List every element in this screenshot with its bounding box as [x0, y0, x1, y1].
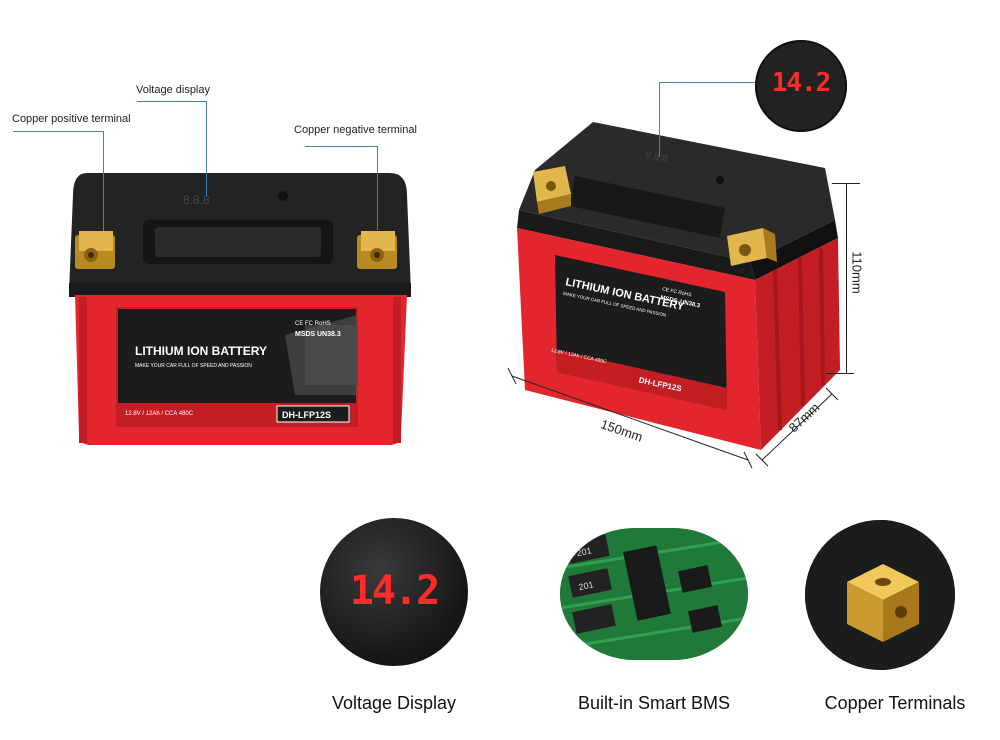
angled-lid-display: 8.8.8	[644, 150, 668, 165]
height-dimension-line	[846, 183, 847, 373]
label-title: LITHIUM ION BATTERY	[135, 344, 267, 358]
pcb-chip-code-1: 201	[576, 545, 593, 558]
footprint-dimension-lines	[507, 367, 839, 469]
label-specs: 12.8V / 12Ah / CCA 480C	[125, 411, 194, 417]
display-zoom-circle	[755, 40, 847, 132]
feature-bms-label: Built-in Smart BMS	[577, 693, 731, 713]
dimension-height: 110mm	[849, 251, 865, 294]
pcb-illustration: 201 201	[560, 528, 748, 660]
negative-terminal-leader	[305, 146, 377, 147]
lid-display-idle: 8.8.8	[183, 193, 210, 207]
angled-label-msds: MSDS	[660, 295, 678, 304]
label-msds: MSDS	[295, 331, 316, 338]
label-slogan: MAKE YOUR CAR FULL OF SPEED AND PASSION	[135, 363, 252, 369]
feature-voltage-reading: 14.2	[349, 568, 440, 614]
battery-front-illustration: LITHIUM ION BATTERY MAKE YOUR CAR FULL O…	[69, 173, 411, 445]
callout-voltage-display: Voltage display	[136, 84, 210, 96]
feature-voltage-display-label: Voltage Display	[331, 693, 457, 713]
height-dimension-tick-bottom	[826, 373, 854, 374]
positive-terminal	[75, 231, 115, 269]
copper-terminal-illustration	[805, 520, 955, 670]
positive-terminal-leader-vertical	[103, 131, 104, 231]
zoom-leader-vertical	[659, 82, 660, 157]
voltage-display-leader	[137, 101, 206, 102]
display-zoom-reading: 14.2	[771, 68, 832, 98]
angled-positive-terminal	[533, 166, 571, 214]
callout-copper-negative: Copper negative terminal	[294, 124, 417, 136]
feature-copper-terminal-image	[805, 520, 955, 670]
negative-terminal-leader-vertical	[377, 146, 378, 230]
label-model: DH-LFP12S	[282, 410, 331, 420]
negative-terminal	[357, 231, 397, 269]
pcb-chip-code-2: 201	[578, 579, 595, 592]
zoom-leader	[659, 82, 755, 83]
battery-angled-view: LITHIUM ION BATTERY MAKE YOUR CAR FULL O…	[505, 110, 855, 460]
voltage-display-leader-vertical	[206, 101, 207, 196]
positive-terminal-leader	[13, 131, 103, 132]
feature-copper-terminals-label: Copper Terminals	[824, 693, 966, 713]
label-cert-marks: CE FC RoHS	[295, 321, 331, 327]
battery-front-view: LITHIUM ION BATTERY MAKE YOUR CAR FULL O…	[55, 165, 425, 450]
height-dimension-tick-top	[832, 183, 860, 184]
feature-bms-image: 201 201	[560, 528, 748, 660]
angled-label-un-code: UN38.3	[679, 299, 701, 309]
battery-angled-illustration: LITHIUM ION BATTERY MAKE YOUR CAR FULL O…	[517, 122, 840, 450]
feature-voltage-display-image	[320, 518, 468, 666]
callout-copper-positive: Copper positive terminal	[12, 113, 131, 125]
angled-negative-terminal	[727, 228, 777, 266]
label-un-code: UN38.3	[317, 331, 341, 338]
